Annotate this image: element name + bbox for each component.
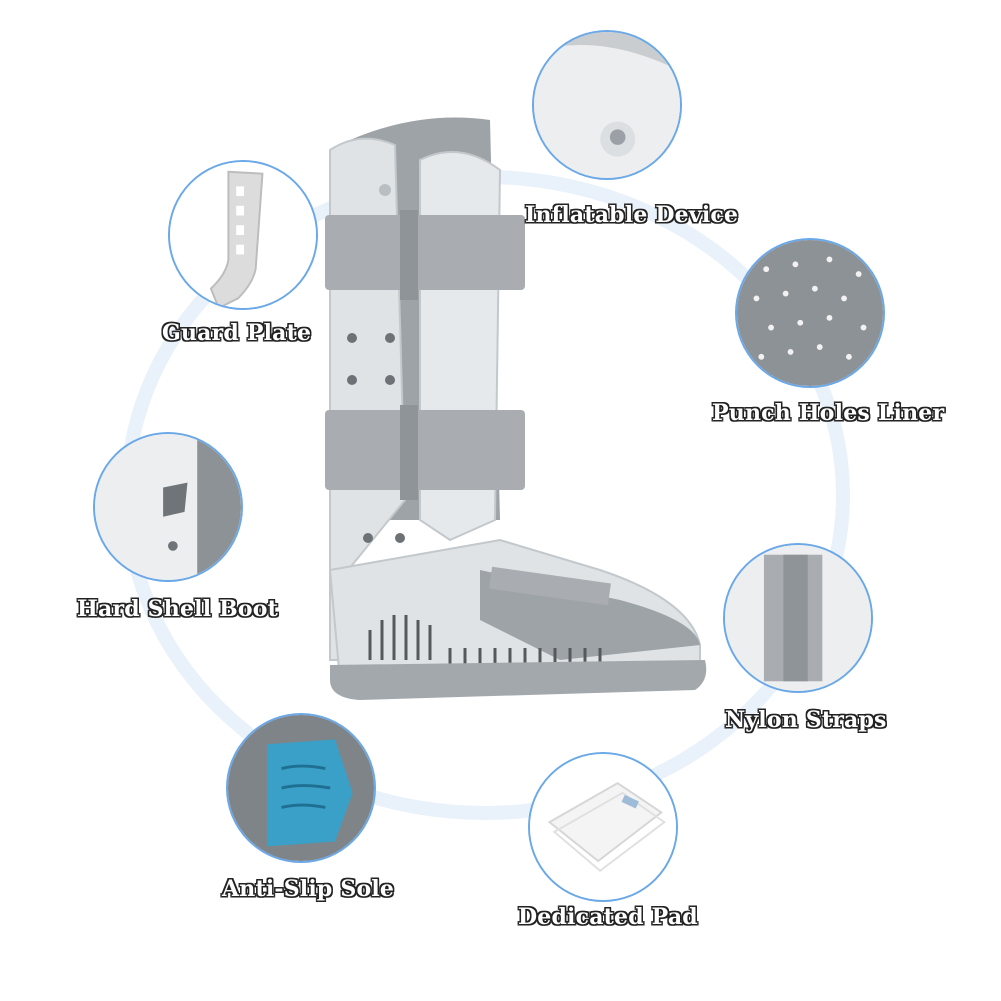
valve-icon: [534, 32, 680, 178]
hard-shell-boot-bubble: [93, 432, 243, 582]
dedicated-pad-bubble: [528, 752, 678, 902]
guard-plate-label: Guard Plate: [162, 320, 312, 346]
walker-boot-image: [300, 100, 720, 720]
guard-plate-icon: [170, 162, 316, 308]
walker-boot-icon: [325, 117, 707, 700]
guard-plate-bubble: [168, 160, 318, 310]
perforated-liner-icon: [737, 240, 883, 386]
shell-icon: [95, 434, 241, 580]
nylon-straps-bubble: [723, 543, 873, 693]
sole-icon: [228, 715, 374, 861]
pad-icon: [530, 754, 676, 900]
strap-icon: [725, 545, 871, 691]
nylon-straps-label: Nylon Straps: [725, 707, 887, 733]
punch-holes-liner-bubble: [735, 238, 885, 388]
hard-shell-boot-label: Hard Shell Boot: [77, 596, 279, 622]
inflatable-device-label: Inflatable Device: [525, 202, 739, 228]
dedicated-pad-label: Dedicated Pad: [518, 904, 698, 930]
inflatable-device-bubble: [532, 30, 682, 180]
punch-holes-liner-label: Punch Holes Liner: [712, 400, 945, 426]
anti-slip-sole-label: Anti-Slip Sole: [222, 876, 395, 902]
anti-slip-sole-bubble: [226, 713, 376, 863]
